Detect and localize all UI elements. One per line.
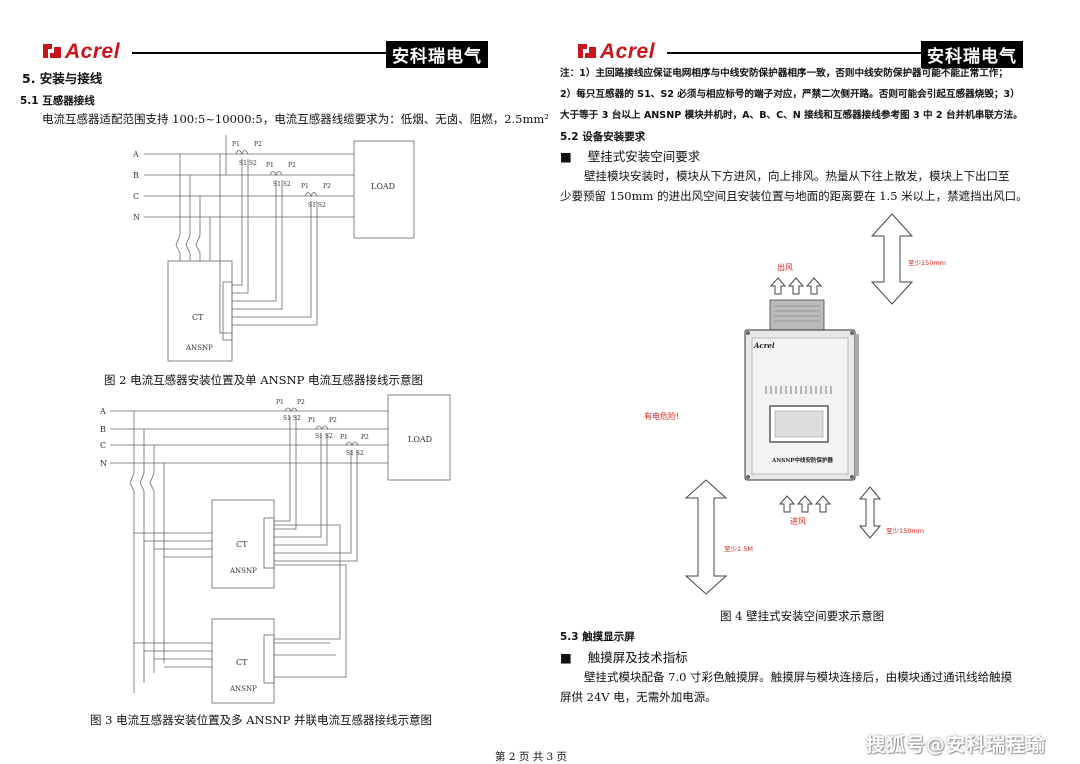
svg-text:S1 S2: S1 S2 <box>239 160 257 167</box>
note-line-2: 2）每只互感器的 S1、S2 必须与相应标号的端子对应，严禁二次侧开路。否则可能… <box>560 89 1020 100</box>
section-title: 5. 安装与接线 <box>22 71 103 86</box>
acrel-mark-icon <box>578 44 596 58</box>
svg-text:N: N <box>100 459 107 468</box>
figure-2-caption: 图 2 电流互感器安装位置及单 ANSNP 电流互感器接线示意图 <box>104 373 423 387</box>
svg-text:B: B <box>100 425 106 434</box>
svg-text:P1: P1 <box>232 141 240 148</box>
svg-text:P1: P1 <box>340 434 348 441</box>
svg-text:P2: P2 <box>288 162 296 169</box>
svg-text:LOAD: LOAD <box>408 435 432 444</box>
bottom-clearance-arrow <box>858 486 882 539</box>
figure-4-diagram: Acrel ANSNP中线安防保护器 出风 进风 有电危险! 至少150mm 至… <box>644 213 946 595</box>
svg-text:S1 S2: S1 S2 <box>308 202 326 209</box>
svg-text:P2: P2 <box>254 141 262 148</box>
svg-text:至少150mm: 至少150mm <box>886 527 924 535</box>
figure-3-diagram: A B C N LOAD P1 P2 S1 S2 P1 P2 S1 S2 P1 … <box>99 394 451 704</box>
svg-text:进风: 进风 <box>790 517 806 526</box>
svg-text:CT: CT <box>236 658 248 667</box>
svg-text:出风: 出风 <box>777 262 793 272</box>
paragraph-5-2-line-1: 壁挂模块安装时，模块从下方进风，向上排风。热量从下往上散发，模块上下出口至 <box>584 169 1010 183</box>
square-bullet-icon: ■ <box>560 650 572 665</box>
svg-text:CT: CT <box>236 540 248 549</box>
paragraph: 电流互感器适配范围支持 100:5~10000:5，电流互感器线缆要求为：低烟、… <box>42 112 549 126</box>
svg-text:P2: P2 <box>361 434 369 441</box>
top-clearance-arrow <box>870 213 914 305</box>
paragraph-5-3-line-1: 壁挂式模块配备 7.0 寸彩色触摸屏。触摸屏与模块连接后，由模块通过通讯线给触摸 <box>584 670 1013 684</box>
header-left: Acrel <box>42 40 120 64</box>
note-line-1: 注：1）主回路接线应保证电网相序与中线安防保护器相序一致，否则中线安防保护器可能… <box>560 68 1008 79</box>
svg-text:至少150mm: 至少150mm <box>908 259 946 267</box>
header-rule <box>667 52 921 54</box>
svg-text:S1 S2: S1 S2 <box>315 433 333 440</box>
svg-text:P2: P2 <box>329 417 337 424</box>
bullet-touch-screen: ■ 触摸屏及技术指标 <box>560 650 688 665</box>
header-rule <box>132 52 386 54</box>
square-bullet-icon: ■ <box>560 149 572 164</box>
acrel-logo: Acrel <box>577 40 655 63</box>
svg-text:A: A <box>132 150 139 159</box>
svg-text:A: A <box>99 407 106 416</box>
bullet-wall-mount: ■ 壁挂式安装空间要求 <box>560 149 701 164</box>
company-name: 安科瑞电气 <box>386 41 488 68</box>
figure-2-diagram: A B C N LOAD P1 P2 S1 S2 P1 P2 S1 S2 P1 … <box>132 135 415 362</box>
svg-text:ANSNP: ANSNP <box>229 567 257 575</box>
figure-4-caption: 图 4 壁挂式安装空间要求示意图 <box>720 609 885 623</box>
svg-text:至少1.5M: 至少1.5M <box>724 545 753 553</box>
paragraph-5-2-line-2: 少要预留 150mm 的进出风空间且安装位置与地面的距离要在 1.5 米以上，禁… <box>560 189 1028 203</box>
watermark: 搜狐号@安科瑞程瑜 <box>866 734 1047 756</box>
inlet-arrows <box>778 495 832 513</box>
svg-text:CT: CT <box>192 313 204 322</box>
acrel-mark-icon <box>43 44 61 58</box>
figure-3-caption: 图 3 电流互感器安装位置及多 ANSNP 并联电流互感器接线示意图 <box>90 713 432 727</box>
svg-text:P1: P1 <box>308 417 316 424</box>
svg-text:有电危险!: 有电危险! <box>644 411 679 421</box>
svg-text:C: C <box>133 192 139 201</box>
svg-text:P2: P2 <box>323 183 331 190</box>
section-5-2-title: 5.2 设备安装要求 <box>560 131 646 143</box>
note-line-3: 大于等于 3 台以上 ANSNP 模块并机时，A、B、C、N 接线和互感器接线参… <box>560 110 1023 121</box>
header-right: Acrel <box>577 40 655 64</box>
page-number: 第 2 页 共 3 页 <box>495 751 568 763</box>
svg-text:B: B <box>133 171 139 180</box>
company-name: 安科瑞电气 <box>921 41 1023 68</box>
svg-text:P1: P1 <box>266 162 274 169</box>
svg-text:ANSNP: ANSNP <box>185 344 213 352</box>
outlet-arrows <box>769 277 823 295</box>
svg-text:S1 S2: S1 S2 <box>273 181 291 188</box>
paragraph-5-3-line-2: 屏供 24V 电，无需外加电源。 <box>560 690 717 704</box>
svg-text:P2: P2 <box>297 399 305 406</box>
svg-text:C: C <box>100 441 106 450</box>
floor-clearance-arrow <box>684 479 728 595</box>
acrel-logo: Acrel <box>42 40 120 63</box>
svg-text:ANSNP: ANSNP <box>229 685 257 693</box>
svg-text:LOAD: LOAD <box>371 182 395 191</box>
svg-text:ANSNP中线安防保护器: ANSNP中线安防保护器 <box>771 456 833 464</box>
subsection-title: 5.1 互感器接线 <box>20 95 95 107</box>
air-outlet <box>769 299 825 331</box>
svg-text:Acrel: Acrel <box>753 341 775 350</box>
svg-text:P1: P1 <box>301 183 309 190</box>
svg-text:S1 S2: S1 S2 <box>346 450 364 457</box>
svg-text:P1: P1 <box>276 399 284 406</box>
svg-text:S1 S2: S1 S2 <box>283 415 301 422</box>
section-5-3-title: 5.3 触摸显示屏 <box>560 631 635 643</box>
svg-text:N: N <box>133 213 140 222</box>
